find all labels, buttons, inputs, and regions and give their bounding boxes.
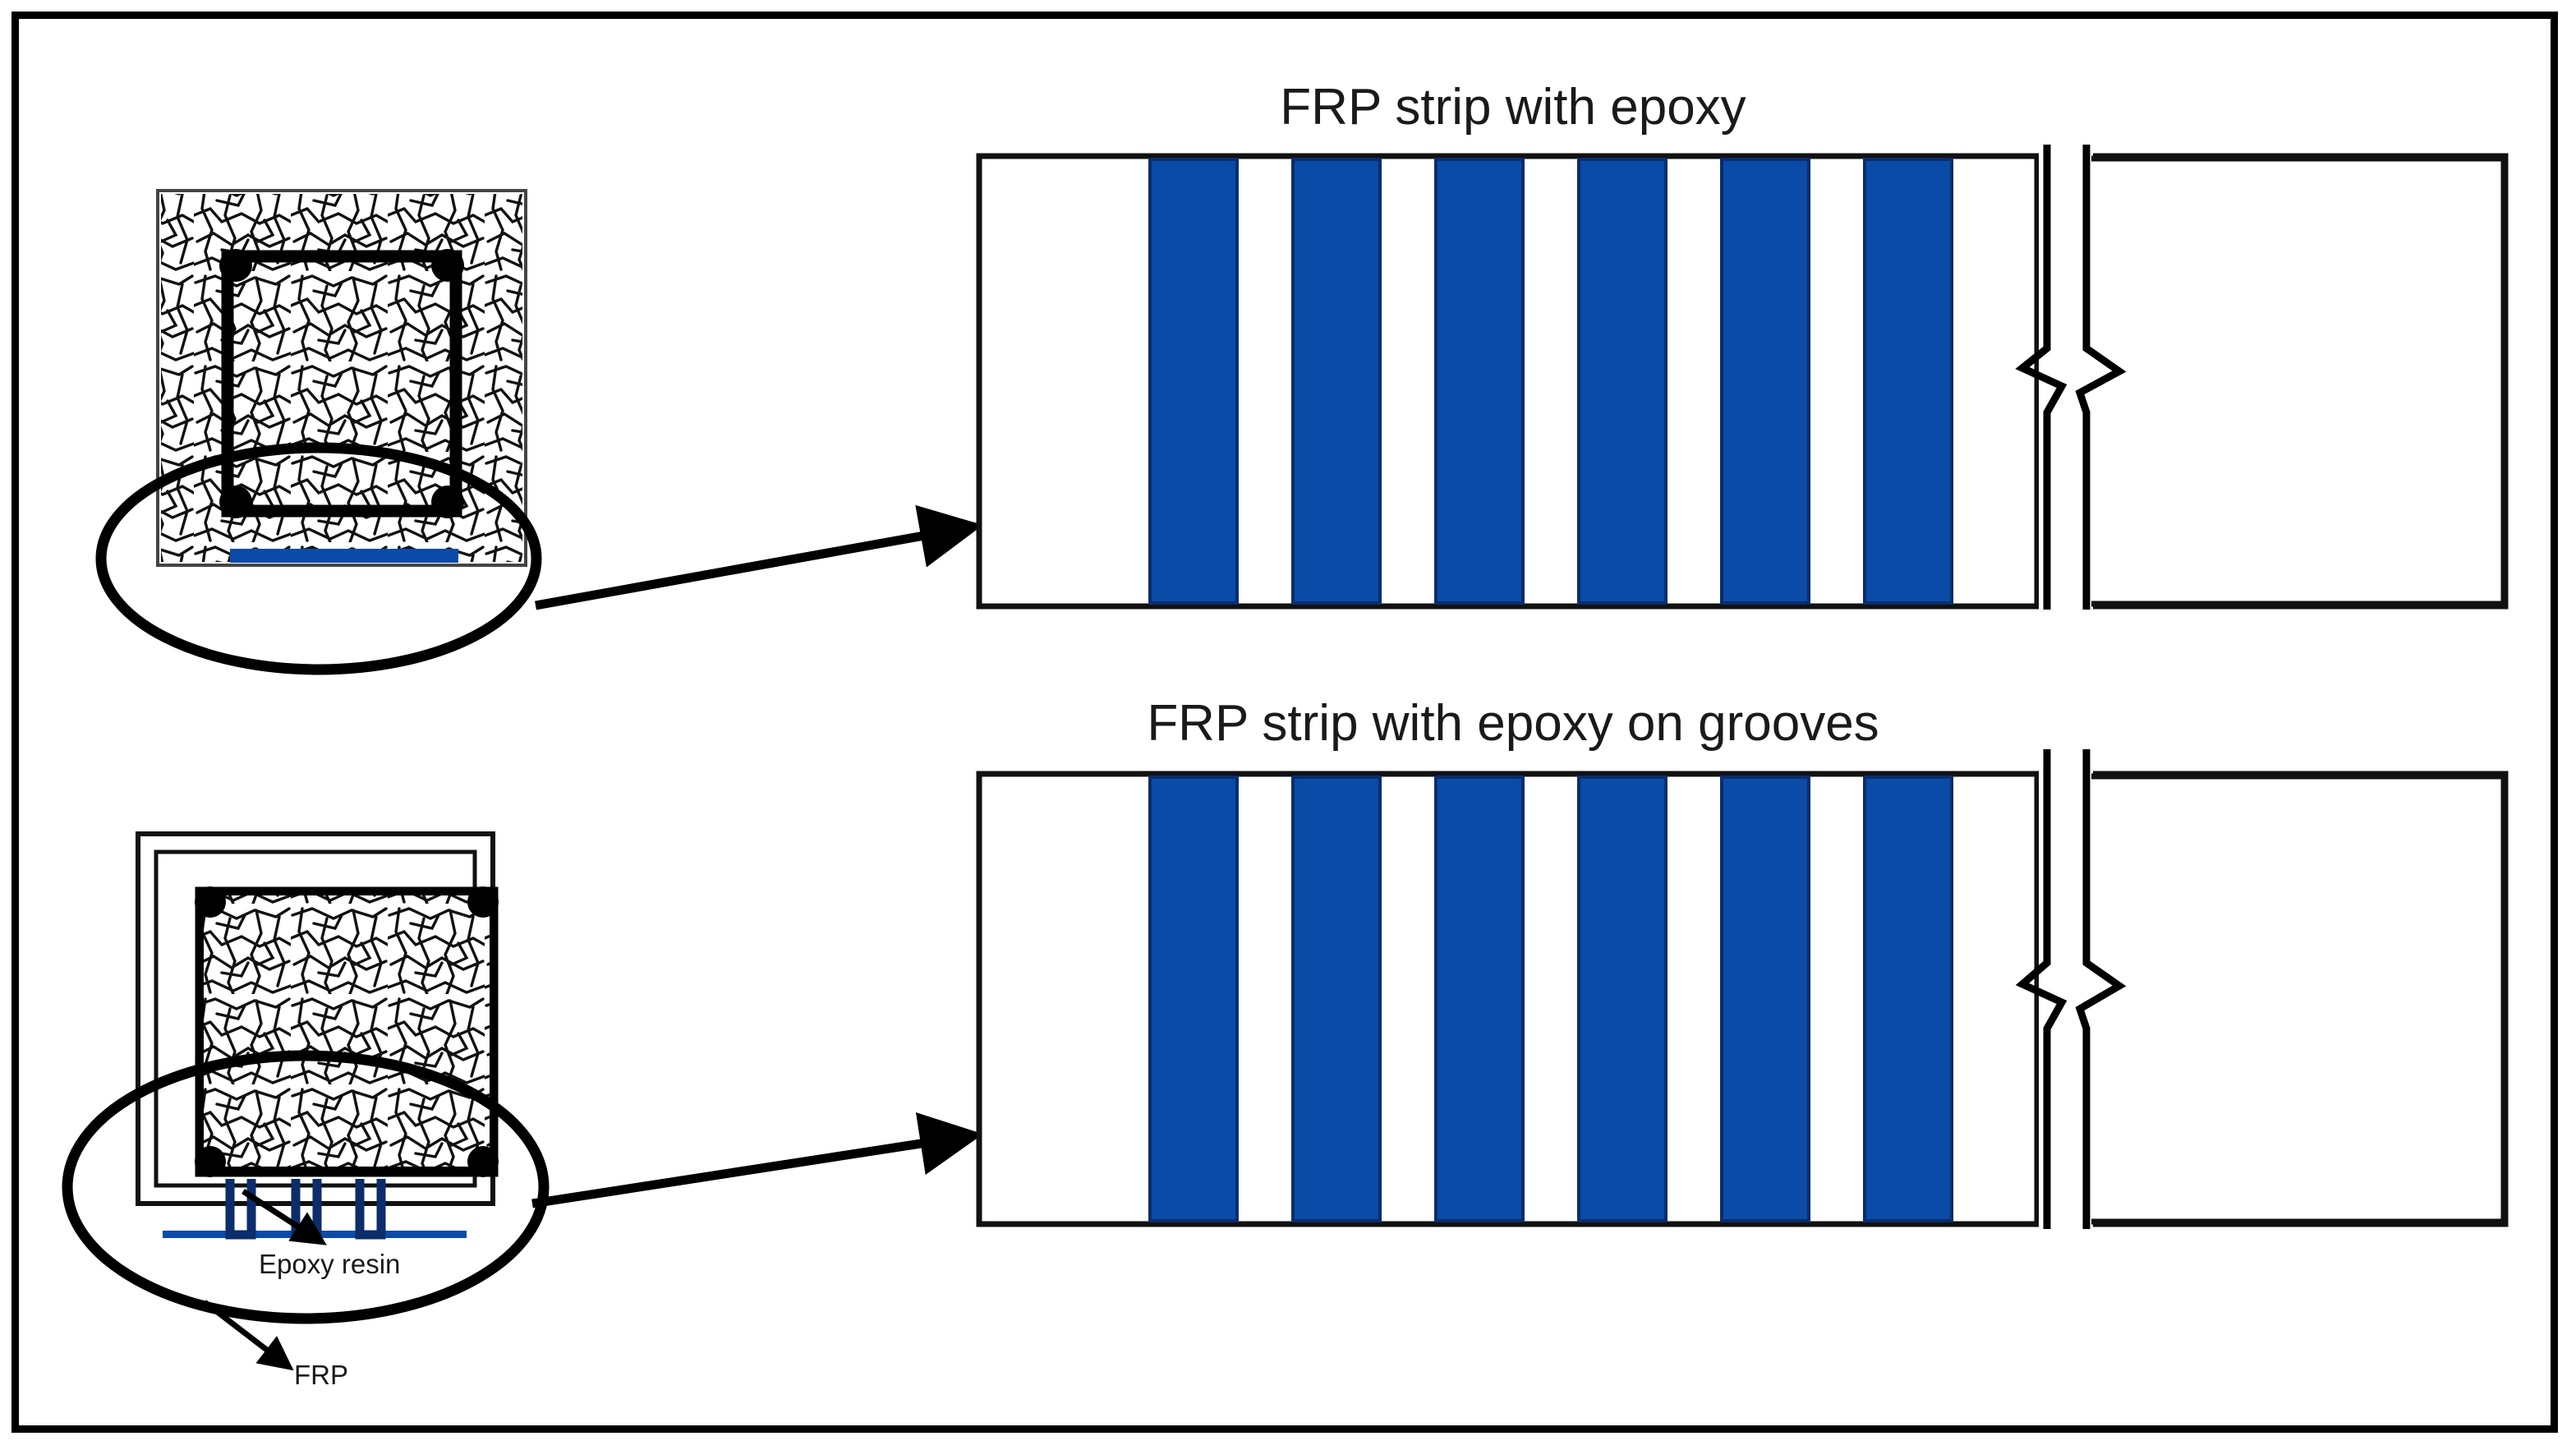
panel-title-top: FRP strip with epoxy [1280,79,1746,136]
panel-title-bottom: FRP strip with epoxy on grooves [1147,695,1879,752]
callout-label-frp: FRP [294,1360,348,1390]
callout-label-epoxy-resin: Epoxy resin [259,1249,401,1279]
